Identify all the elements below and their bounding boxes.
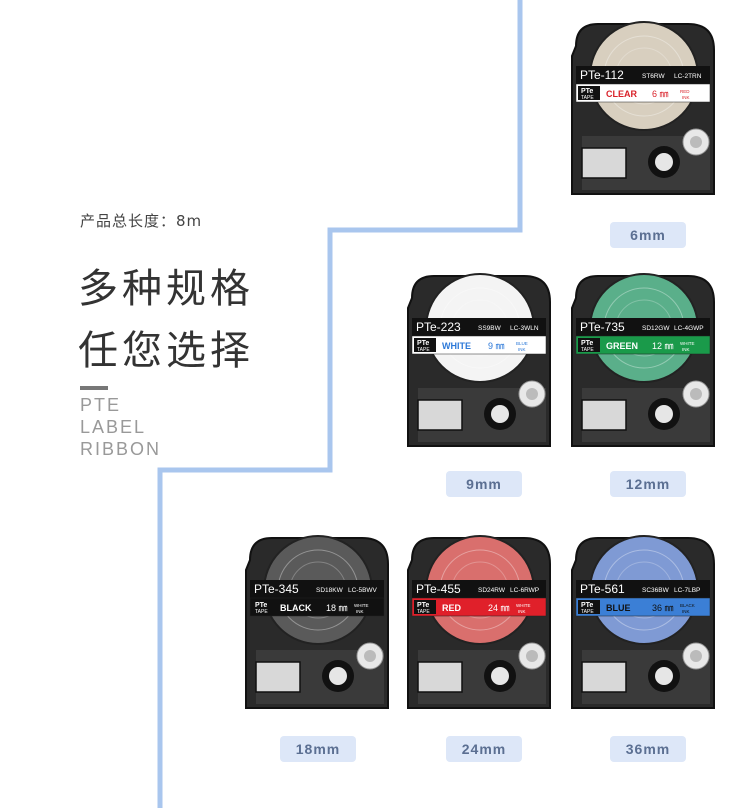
english-line-2: LABEL	[80, 417, 147, 437]
color-name: BLACK	[280, 603, 312, 613]
window	[255, 661, 301, 693]
svg-text:PTe: PTe	[417, 602, 429, 609]
ink-label: WHITE	[354, 603, 369, 608]
band-size: 24 ㎜	[488, 603, 510, 613]
tape-part: SS9BW	[478, 325, 502, 332]
color-name: WHITE	[442, 341, 471, 351]
tape-part: SD12GW	[642, 325, 670, 332]
svg-text:INK: INK	[682, 95, 690, 100]
window	[417, 661, 463, 693]
color-band	[575, 335, 711, 355]
window	[581, 147, 627, 179]
color-name: RED	[442, 603, 462, 613]
total-length-label: 产品总长度：8m	[80, 212, 203, 230]
color-band	[575, 597, 711, 617]
svg-text:INK: INK	[518, 347, 526, 352]
tape-lc: LC-5BWV	[348, 587, 378, 594]
band-size: 9 ㎜	[488, 341, 505, 351]
svg-text:TAPE: TAPE	[581, 95, 594, 101]
divider-rule	[80, 386, 108, 390]
svg-text:INK: INK	[518, 609, 526, 614]
svg-text:PTe: PTe	[581, 340, 593, 347]
svg-text:PTe: PTe	[255, 602, 267, 609]
headline-line-1: 多种规格	[78, 266, 254, 312]
tape-code: PTe-345	[254, 582, 299, 596]
label-strip	[576, 580, 710, 598]
tape-lc: LC-4GWP	[674, 325, 704, 332]
label-strip	[250, 580, 384, 598]
size-badge-36mm: 36mm	[610, 736, 686, 762]
tape-code: PTe-561	[580, 582, 625, 596]
tape-part: SD24RW	[478, 587, 506, 594]
pte-logo	[578, 338, 600, 352]
tape-part: SD18KW	[316, 587, 344, 594]
size-badge-12mm: 12mm	[610, 471, 686, 497]
pte-logo	[578, 600, 600, 614]
svg-text:PTe: PTe	[417, 340, 429, 347]
tape-code: PTe-112	[580, 68, 624, 82]
window	[417, 399, 463, 431]
size-badge-18mm: 18mm	[280, 736, 356, 762]
label-strip	[412, 318, 546, 336]
svg-text:PTe: PTe	[581, 88, 593, 95]
color-name: BLUE	[606, 603, 631, 613]
color-name: GREEN	[606, 341, 638, 351]
svg-text:INK: INK	[682, 609, 690, 614]
color-band	[575, 83, 711, 103]
tape-code: PTe-223	[416, 320, 461, 334]
svg-text:PTe: PTe	[581, 602, 593, 609]
ink-label: RED	[680, 89, 690, 94]
headline-line-2: 任您选择	[78, 328, 254, 374]
size-badge-24mm: 24mm	[446, 736, 522, 762]
ink-label: WHITE	[516, 603, 531, 608]
tape-lc: LC-3WLN	[510, 325, 539, 332]
band-size: 6 ㎜	[652, 89, 669, 99]
english-line-3: RIBBON	[80, 439, 162, 459]
size-badge-9mm: 9mm	[446, 471, 522, 497]
color-name: CLEAR	[606, 89, 637, 99]
label-strip	[412, 580, 546, 598]
ink-label: BLUE	[516, 341, 528, 346]
svg-text:TAPE: TAPE	[417, 609, 430, 615]
band-size: 36 ㎜	[652, 603, 674, 613]
english-line-1: PTE	[80, 395, 122, 415]
label-strip	[576, 318, 710, 336]
svg-text:INK: INK	[356, 609, 364, 614]
ink-label: WHITE	[680, 341, 695, 346]
window	[581, 661, 627, 693]
tape-lc: LC-7LBP	[674, 587, 700, 594]
tape-part: ST6RW	[642, 73, 665, 80]
color-band	[411, 597, 547, 617]
ink-label: BLACK	[680, 603, 695, 608]
tape-part: SC36BW	[642, 587, 670, 594]
svg-text:TAPE: TAPE	[581, 609, 594, 615]
pte-logo	[252, 600, 274, 614]
label-strip	[576, 66, 710, 84]
tape-code: PTe-455	[416, 582, 461, 596]
pte-logo	[578, 86, 600, 100]
pte-logo	[414, 600, 436, 614]
svg-text:TAPE: TAPE	[417, 347, 430, 353]
tape-code: PTe-735	[580, 320, 625, 334]
window	[581, 399, 627, 431]
color-band	[411, 335, 547, 355]
band-size: 12 ㎜	[652, 341, 674, 351]
svg-text:TAPE: TAPE	[255, 609, 268, 615]
pte-logo	[414, 338, 436, 352]
band-size: 18 ㎜	[326, 603, 348, 613]
tape-lc: LC-2TRN	[674, 73, 702, 80]
svg-text:INK: INK	[682, 347, 690, 352]
svg-text:TAPE: TAPE	[581, 347, 594, 353]
size-badge-6mm: 6mm	[610, 222, 686, 248]
color-band	[249, 597, 385, 617]
tape-lc: LC-6RWP	[510, 587, 539, 594]
